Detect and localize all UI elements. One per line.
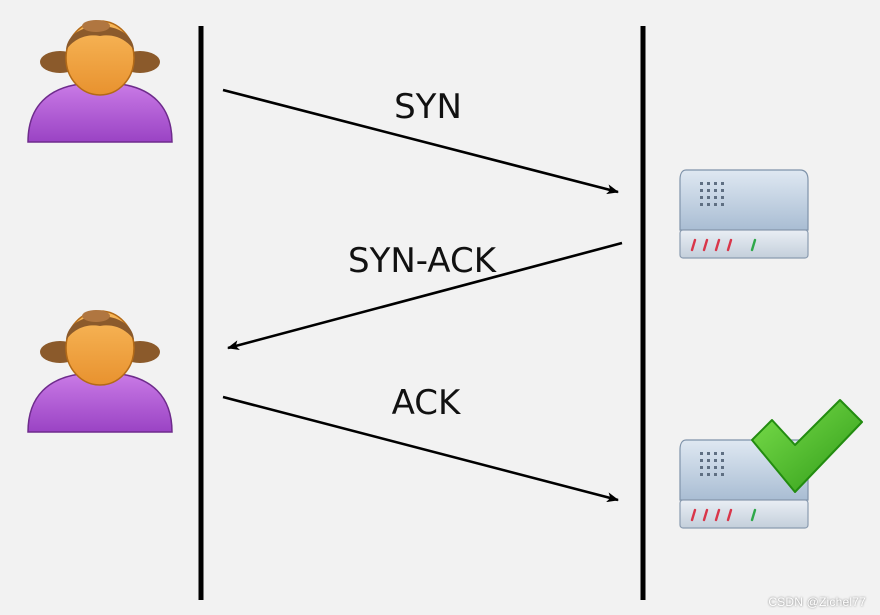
server-device-icon (678, 168, 810, 260)
watermark-text: CSDN @Zichel77 (768, 595, 866, 609)
syn-ack-arrow (227, 241, 623, 350)
girl-user-icon (27, 309, 173, 433)
syn-ack-label: SYN-ACK (348, 241, 498, 281)
syn-label: SYN (394, 87, 462, 127)
syn-arrow (222, 88, 619, 195)
ack-label: ACK (392, 383, 462, 423)
ack-arrow (222, 395, 619, 503)
girl-user-icon (27, 19, 173, 143)
green-checkmark-icon (751, 399, 863, 493)
